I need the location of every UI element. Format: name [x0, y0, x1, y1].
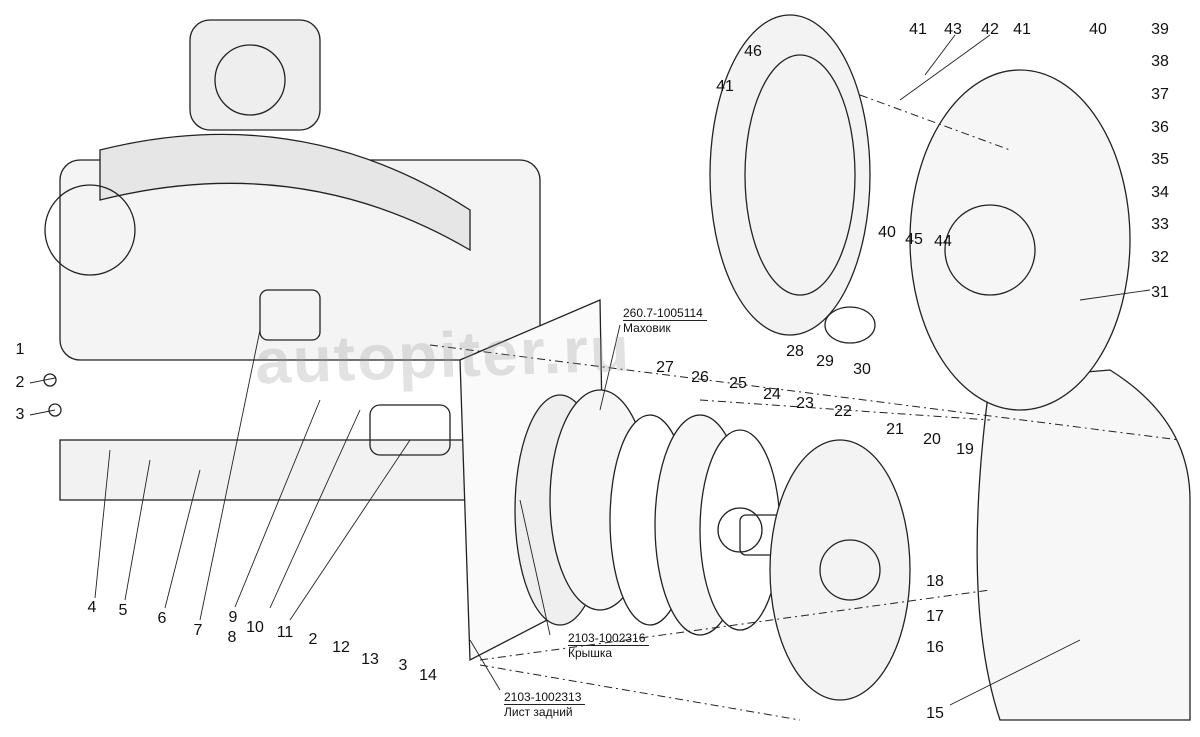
callout-number: 22 — [834, 403, 852, 420]
callout-number: 15 — [926, 705, 944, 722]
watermark: autopiter.ru — [253, 312, 633, 398]
callout-number: 26 — [691, 369, 709, 386]
callout-number: 2 — [15, 374, 25, 391]
callout-number: 40 — [878, 224, 896, 241]
callout-number: 36 — [1151, 119, 1169, 136]
callout-number: 7 — [193, 622, 203, 639]
callout-number: 46 — [744, 43, 762, 60]
cover-upper — [909, 69, 1131, 411]
callout-number: 33 — [1151, 216, 1169, 233]
callout-number: 30 — [853, 361, 871, 378]
callout-number: 13 — [361, 651, 379, 668]
callout-number: 39 — [1151, 21, 1169, 38]
callout-number: 21 — [886, 421, 904, 438]
callout-number: 35 — [1151, 151, 1169, 168]
part-name: Лист задний — [504, 705, 573, 719]
callout-number: 19 — [956, 441, 974, 458]
callout-number: 27 — [656, 359, 674, 376]
callout-number: 34 — [1151, 184, 1169, 201]
callout-number: 44 — [934, 233, 952, 250]
flywheel-reference: 260.7-1005114 Маховик — [623, 306, 707, 335]
callout-number: 20 — [923, 431, 941, 448]
callout-number: 42 — [981, 21, 999, 38]
callout-number: 40 — [1089, 21, 1107, 38]
pressure-plate — [769, 439, 911, 701]
callout-number: 37 — [1151, 86, 1169, 103]
callout-number: 41 — [909, 21, 927, 38]
callout-number: 38 — [1151, 53, 1169, 70]
callout-number: 8 — [227, 629, 237, 646]
callout-number: 5 — [118, 602, 128, 619]
engine-assembly — [43, 19, 541, 501]
callout-number: 1 — [15, 341, 25, 358]
callout-number: 10 — [246, 619, 264, 636]
callout-number: 3 — [398, 657, 408, 674]
callout-number: 23 — [796, 395, 814, 412]
callout-number: 45 — [905, 231, 923, 248]
part-name: Крышка — [568, 646, 613, 660]
callout-number: 31 — [1151, 284, 1169, 301]
callout-number: 11 — [276, 624, 294, 641]
callout-number: 25 — [729, 375, 747, 392]
callout-number: 3 — [15, 406, 25, 423]
callout-number: 24 — [763, 386, 781, 403]
callout-number: 6 — [157, 610, 167, 627]
callout-number: 17 — [926, 608, 944, 625]
clutch-housing — [976, 369, 1191, 721]
pressure-plate-upper — [709, 14, 871, 336]
callout-number: 12 — [332, 639, 350, 656]
rear-plate-reference: 2103-1002313 Лист задний — [504, 690, 586, 719]
part-name: Маховик — [623, 321, 671, 335]
part-code: 260.7-1005114 — [623, 306, 707, 321]
callout-number: 18 — [926, 573, 944, 590]
callout-number: 2 — [308, 631, 318, 648]
callout-number: 14 — [419, 667, 437, 684]
callout-number: 29 — [816, 353, 834, 370]
callout-number: 4 — [87, 599, 97, 616]
part-code: 2103-1002313 — [504, 690, 586, 705]
callout-number: 43 — [944, 21, 962, 38]
callout-number: 9 — [228, 609, 238, 626]
callout-number: 41 — [716, 78, 734, 95]
callout-number: 16 — [926, 639, 944, 656]
callout-number: 41 — [1013, 21, 1031, 38]
part-code: 2103-1002316 — [568, 631, 650, 646]
cover-reference: 2103-1002316 Крышка — [568, 631, 650, 660]
callout-number: 28 — [786, 343, 804, 360]
callout-number: 32 — [1151, 249, 1169, 266]
